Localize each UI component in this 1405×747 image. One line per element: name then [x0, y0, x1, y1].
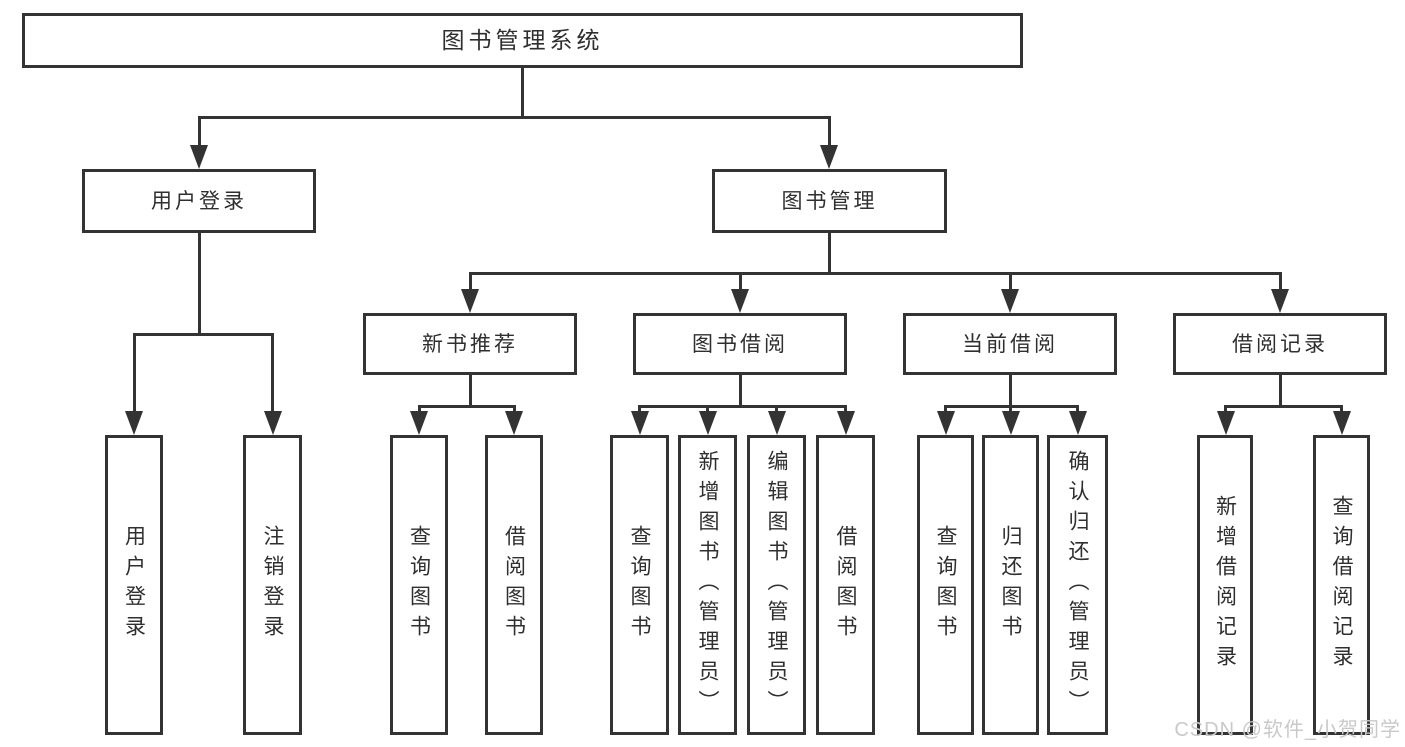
node-label: 注销登录 — [261, 525, 284, 645]
connector-line — [520, 68, 524, 117]
connector-line — [197, 233, 201, 335]
node-current-borrowing: 当前借阅 — [903, 313, 1117, 375]
leaf-query-books-current: 查询图书 — [917, 435, 974, 735]
arrow-down-icon — [263, 411, 282, 435]
arrow-down-icon — [1332, 411, 1351, 435]
node-label: 查询图书 — [934, 525, 957, 645]
arrow-down-icon — [410, 411, 428, 435]
leaf-return-books: 归还图书 — [982, 435, 1039, 735]
connector-line — [1008, 375, 1012, 407]
connector-line — [706, 405, 709, 415]
node-label: 借阅图书 — [502, 525, 526, 645]
node-label: 编辑图书（管理员） — [765, 450, 788, 720]
arrow-down-icon — [698, 411, 717, 435]
connector-line — [775, 405, 778, 415]
connector-line — [1008, 272, 1012, 292]
arrow-down-icon — [1001, 289, 1019, 313]
leaf-query-borrow-record: 查询借阅记录 — [1313, 435, 1370, 735]
node-label: 借阅记录 — [1232, 332, 1328, 356]
leaf-user-login: 用户登录 — [105, 435, 163, 735]
connector-line — [844, 405, 847, 415]
connector-line — [638, 405, 847, 408]
leaf-borrow-books-recommend: 借阅图书 — [485, 435, 543, 735]
arrow-down-icon — [461, 289, 479, 313]
leaf-query-books-recommend: 查询图书 — [390, 435, 448, 735]
node-book-borrowing: 图书借阅 — [633, 313, 847, 375]
node-new-book-recommend: 新书推荐 — [363, 313, 577, 375]
node-label: 归还图书 — [999, 525, 1022, 645]
node-book-management-branch: 图书管理 — [712, 169, 947, 233]
connector-line — [468, 272, 472, 292]
node-label: 查询图书 — [407, 525, 431, 645]
connector-line — [944, 405, 947, 415]
connector-line — [417, 405, 421, 415]
connector-line — [1009, 405, 1012, 415]
node-label: 图书借阅 — [692, 332, 788, 356]
connector-line — [1278, 375, 1282, 407]
connector-line — [1340, 405, 1343, 415]
node-label: 用户登录 — [151, 189, 247, 213]
node-label: 图书管理系统 — [441, 27, 604, 53]
connector-line — [132, 333, 136, 413]
connector-line — [827, 233, 831, 275]
node-user-login-branch: 用户登录 — [82, 169, 316, 233]
arrow-down-icon — [767, 411, 786, 435]
connector-line — [638, 405, 641, 415]
arrow-down-icon — [731, 289, 749, 313]
node-label: 新增借阅记录 — [1213, 495, 1237, 675]
connector-line — [417, 405, 516, 408]
connector-line — [197, 116, 831, 119]
arrow-down-icon — [1001, 411, 1020, 435]
arrow-down-icon — [630, 411, 649, 435]
leaf-logout: 注销登录 — [243, 435, 302, 735]
connector-line — [827, 116, 831, 148]
node-borrowing-records: 借阅记录 — [1173, 313, 1387, 375]
node-label: 当前借阅 — [962, 332, 1058, 356]
connector-line — [1278, 272, 1282, 292]
node-label: 图书管理 — [781, 189, 878, 213]
leaf-add-borrow-record: 新增借阅记录 — [1197, 435, 1253, 735]
leaf-query-books-borrow: 查询图书 — [610, 435, 669, 735]
arrow-down-icon — [1068, 411, 1087, 435]
leaf-edit-books-admin: 编辑图书（管理员） — [747, 435, 806, 735]
connector-line — [738, 375, 742, 407]
arrow-down-icon — [505, 411, 523, 435]
connector-line — [271, 333, 274, 413]
node-label: 查询借阅记录 — [1330, 495, 1353, 675]
arrow-down-icon — [936, 411, 955, 435]
node-label: 新增图书（管理员） — [696, 450, 719, 720]
node-book-management-system: 图书管理系统 — [22, 13, 1023, 68]
connector-line — [468, 272, 1282, 275]
node-label: 确认归还（管理员） — [1066, 450, 1089, 720]
node-label: 查询图书 — [628, 525, 651, 645]
connector-line — [738, 272, 742, 292]
arrow-down-icon — [125, 411, 143, 435]
connector-line — [468, 375, 472, 407]
arrow-down-icon — [190, 145, 208, 169]
connector-line — [1224, 405, 1343, 408]
leaf-borrow-books: 借阅图书 — [816, 435, 875, 735]
connector-line — [197, 116, 201, 148]
leaf-add-books-admin: 新增图书（管理员） — [678, 435, 737, 735]
connector-line — [132, 333, 274, 336]
connector-line — [512, 405, 516, 415]
leaf-confirm-return-admin: 确认归还（管理员） — [1047, 435, 1108, 735]
connector-line — [1224, 405, 1227, 415]
arrow-down-icon — [836, 411, 855, 435]
connector-line — [1076, 405, 1079, 415]
arrow-down-icon — [1216, 411, 1235, 435]
node-label: 新书推荐 — [422, 332, 518, 356]
watermark: CSDN @软件_小贺同学 — [1174, 719, 1401, 741]
node-label: 用户登录 — [122, 525, 146, 645]
arrow-down-icon — [820, 145, 838, 169]
node-label: 借阅图书 — [834, 525, 857, 645]
arrow-down-icon — [1271, 289, 1289, 313]
